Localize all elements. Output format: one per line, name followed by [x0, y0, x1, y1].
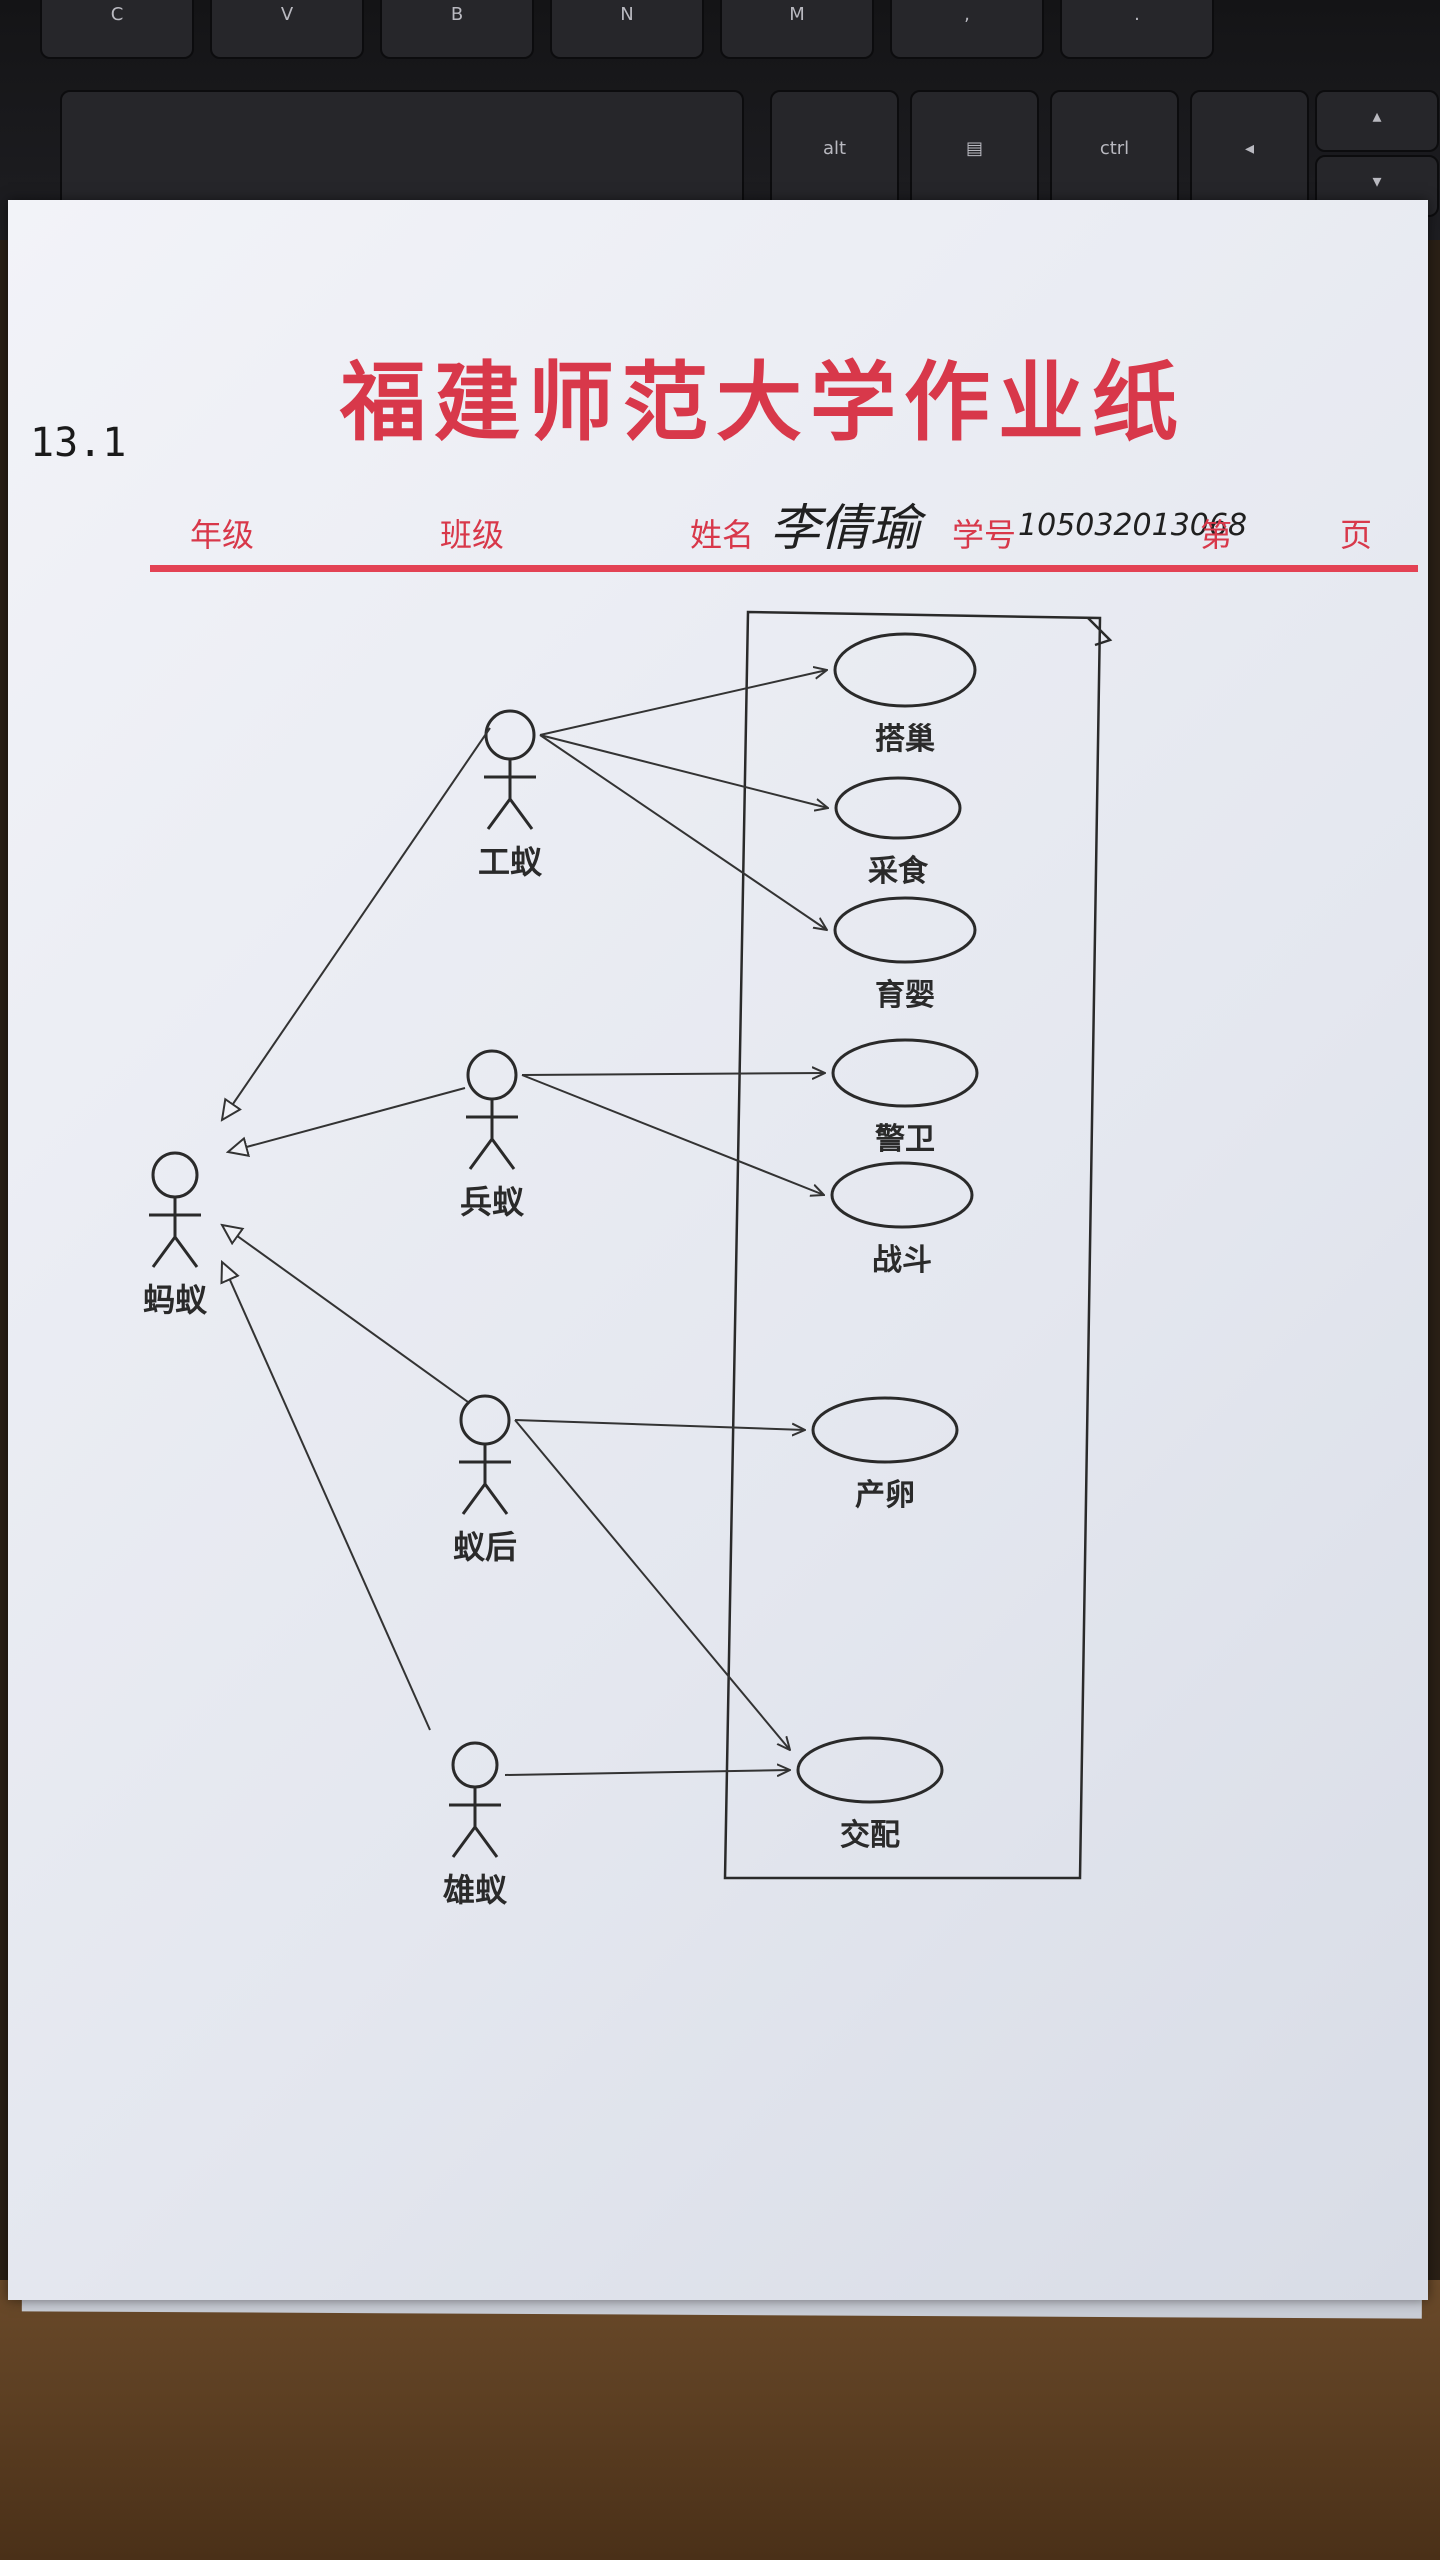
use-case-fight [830, 1161, 974, 1229]
use-case-label-mate: 交配 [840, 1818, 900, 1853]
paper-header-title: 福建师范大学作业纸 [340, 352, 1186, 453]
key-label: ◂ [1244, 138, 1255, 159]
actor-worker [484, 709, 536, 830]
key-label: ctrl [1099, 138, 1130, 159]
problem-number: 13.1 [30, 420, 127, 466]
actor-label-ant: 蚂蚁 [142, 1281, 208, 1319]
homework-paper [8, 200, 1428, 2300]
key-m: M [720, 0, 874, 59]
actor-queen [459, 1394, 511, 1515]
use-case-nest [833, 632, 977, 708]
key-up: ▴ [1315, 90, 1439, 152]
page-label-pre: 第 [1200, 516, 1233, 554]
use-case-lay [811, 1396, 959, 1464]
actor-soldier [466, 1049, 518, 1170]
key-label: ▴ [1372, 106, 1382, 127]
actor-label-soldier: 兵蚁 [459, 1183, 525, 1221]
key-left: ◂ [1190, 90, 1309, 219]
use-case-label-food: 采食 [868, 854, 928, 889]
use-case-label-lay: 产卵 [855, 1478, 915, 1513]
menu-icon: ▤ [965, 138, 983, 159]
system-boundary [723, 610, 1102, 1880]
use-case-label-fight: 战斗 [872, 1243, 932, 1278]
use-case-food [834, 776, 962, 840]
key-menu: ▤ [910, 90, 1039, 219]
actor-ant [149, 1151, 201, 1268]
association-male-mate [504, 1770, 790, 1775]
association-queen-mate [514, 1419, 790, 1750]
key-label: ▾ [1372, 171, 1382, 192]
use-case-guard [831, 1038, 979, 1108]
use-case-mate [796, 1736, 944, 1804]
page-label-post: 页 [1340, 516, 1373, 554]
association-worker-food [539, 734, 828, 808]
name-label: 姓名 [690, 516, 755, 554]
key-label: M [789, 4, 805, 25]
key-comma: , [890, 0, 1044, 59]
actor-label-male: 雄蚁 [442, 1871, 508, 1909]
key-label: N [620, 4, 634, 25]
association-worker-nurse [539, 734, 827, 930]
generalization-queen-ant [222, 1225, 469, 1403]
key-label: . [1134, 4, 1140, 25]
key-b: B [380, 0, 534, 59]
class-label: 班级 [440, 516, 505, 554]
key-alt: alt [770, 90, 899, 219]
key-space [60, 90, 744, 219]
use-case-label-nurse: 育婴 [875, 978, 935, 1013]
association-queen-lay [514, 1419, 805, 1430]
grade-label: 年级 [190, 516, 255, 554]
key-c: C [40, 0, 194, 59]
key-period: . [1060, 0, 1214, 59]
use-case-label-guard: 警卫 [875, 1122, 935, 1157]
actor-male [449, 1741, 501, 1858]
association-worker-nest [539, 670, 827, 736]
key-label: , [964, 4, 970, 25]
key-label: C [110, 4, 124, 25]
actor-label-queen: 蚁后 [452, 1528, 518, 1566]
use-case-label-nest: 搭巢 [875, 722, 935, 757]
name-value: 李倩瑜 [770, 499, 920, 557]
key-label: B [450, 4, 464, 25]
student-id-label: 学号 [952, 516, 1017, 554]
key-label: alt [822, 138, 847, 159]
use-case-nurse [833, 896, 977, 964]
student-id-value: 105032013068 [1018, 508, 1248, 543]
association-soldier-guard [521, 1073, 825, 1075]
generalization-soldier-ant [228, 1087, 466, 1152]
key-label: V [280, 4, 294, 25]
association-soldier-fight [521, 1074, 824, 1195]
desk-surface [0, 2280, 1440, 2560]
actor-label-worker: 工蚁 [477, 843, 543, 881]
key-v: V [210, 0, 364, 59]
header-rule [150, 565, 1418, 572]
generalization-male-ant [222, 1262, 431, 1731]
key-n: N [550, 0, 704, 59]
generalization-worker-ant [222, 727, 491, 1120]
system-boundary-fold [1087, 617, 1113, 647]
